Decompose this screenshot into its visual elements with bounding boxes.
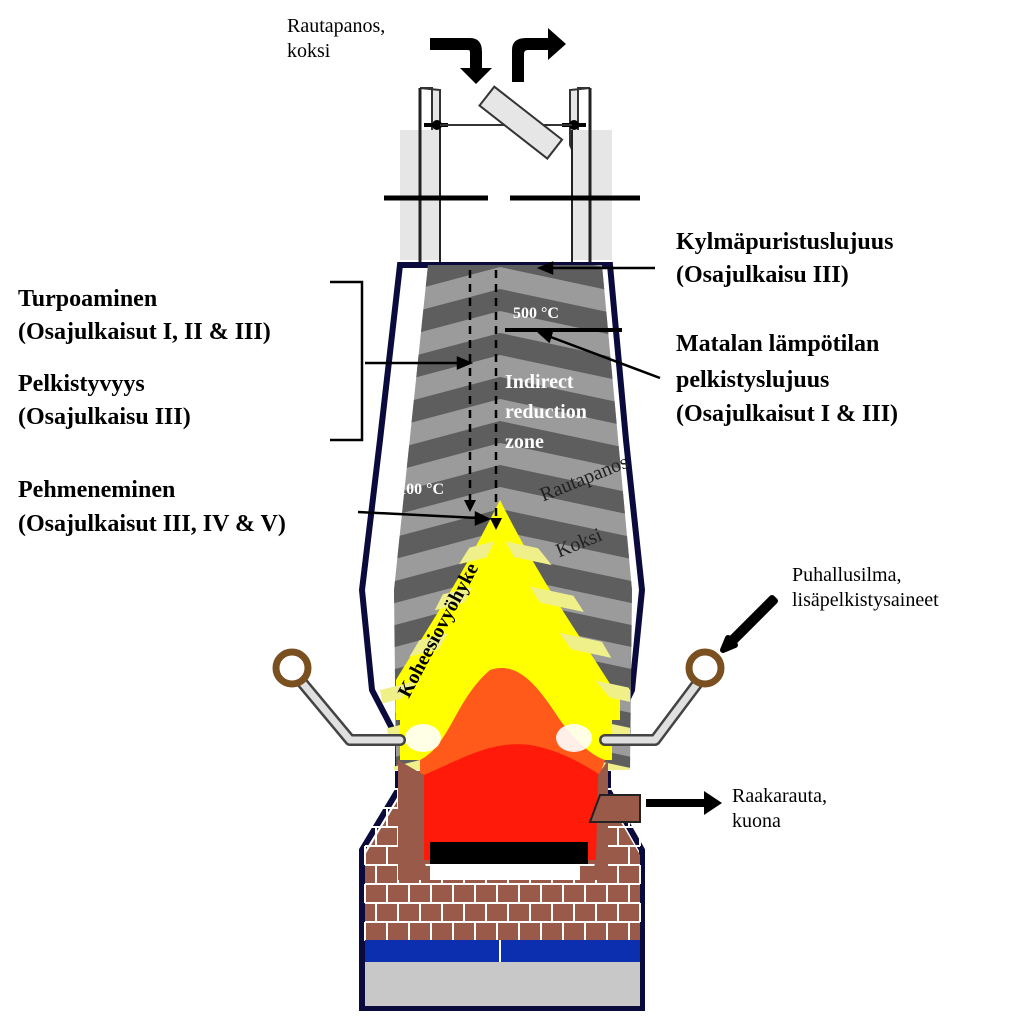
indirect-zone-label-2: reduction [505,401,587,423]
tuyere-ring-icon [685,648,725,688]
flow-arrows [468,270,498,518]
tap-label: Raakarauta, kuona [732,785,827,832]
ltd-title-2: pelkistyslujuus [676,367,830,393]
raceway-zone [420,668,605,780]
indirect-zone-label-3: zone [505,431,544,453]
ltd-title-1: Matalan lämpötilan [676,331,880,357]
temp-500-label: 500 °C [513,305,559,322]
burden-layer [394,265,632,299]
taphole [588,794,641,823]
hearth-bottom [365,940,640,962]
pointer-lines [330,261,661,526]
arrow-right-icon [646,791,722,815]
arrow-down-icon [430,38,492,84]
swelling-title: Turpoaminen [18,286,158,312]
tuyere-left [272,648,406,746]
softening-title: Pehmeneminen [18,477,176,503]
softening-part: (Osajulkaisut III, IV & V) [18,511,286,537]
burden-layer [394,465,632,519]
blast-arrow-icon [720,595,778,653]
tuyere-right [599,648,725,746]
reducibility-title: Pelkistyvyys [18,371,145,397]
burden-layer [394,377,632,431]
temp-1100-label: 1100 °C [391,481,445,498]
indirect-zone-label-1: Indirect [505,371,574,393]
tuyere-ring-icon [272,648,312,688]
arrow-up-right-icon [512,28,566,82]
swelling-part: (Osajulkaisut I, II & III) [18,319,271,345]
burden-layer [394,333,632,387]
cold-strength-title: Kylmäpuristuslujuus [676,229,894,255]
reducibility-part: (Osajulkaisu III) [18,404,191,430]
burden-layer [394,421,632,475]
charge-label: Rautapanos, koksi [287,15,386,62]
foundation [365,962,640,1006]
furnace-top [384,85,640,265]
burden-layer [394,509,632,563]
ltd-part: (Osajulkaisut I & III) [676,401,899,427]
hearth-melt [424,744,600,860]
cold-strength-part: (Osajulkaisu III) [676,262,849,288]
cohesive-zone [380,500,630,880]
burden-layer [394,289,632,343]
blast-label: Puhallusilma, lisäpelkistysaineet [792,564,939,611]
